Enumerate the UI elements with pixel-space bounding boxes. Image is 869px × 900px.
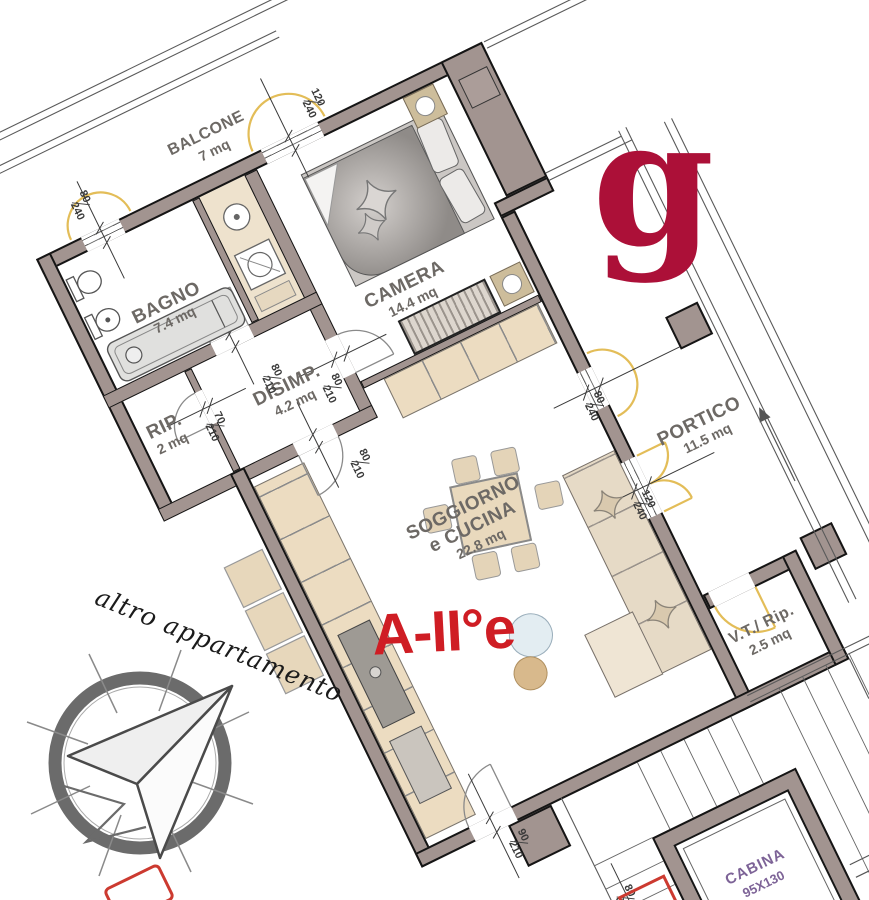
window-swing-arcs	[66, 92, 777, 634]
compass-rose-icon	[26, 649, 254, 877]
apartment-code-label: A-II°e	[370, 595, 517, 668]
sofa-pillow-decor	[593, 490, 677, 629]
bathroom-fixtures	[65, 270, 246, 382]
stair-treads	[594, 562, 869, 900]
dimension-lines	[76, 78, 715, 900]
bed-linen-decor	[304, 162, 397, 241]
direction-arrows	[759, 407, 869, 878]
neighbor-furniture	[223, 548, 325, 695]
niche-fixtures	[223, 203, 297, 313]
agency-logo: g	[592, 81, 715, 286]
